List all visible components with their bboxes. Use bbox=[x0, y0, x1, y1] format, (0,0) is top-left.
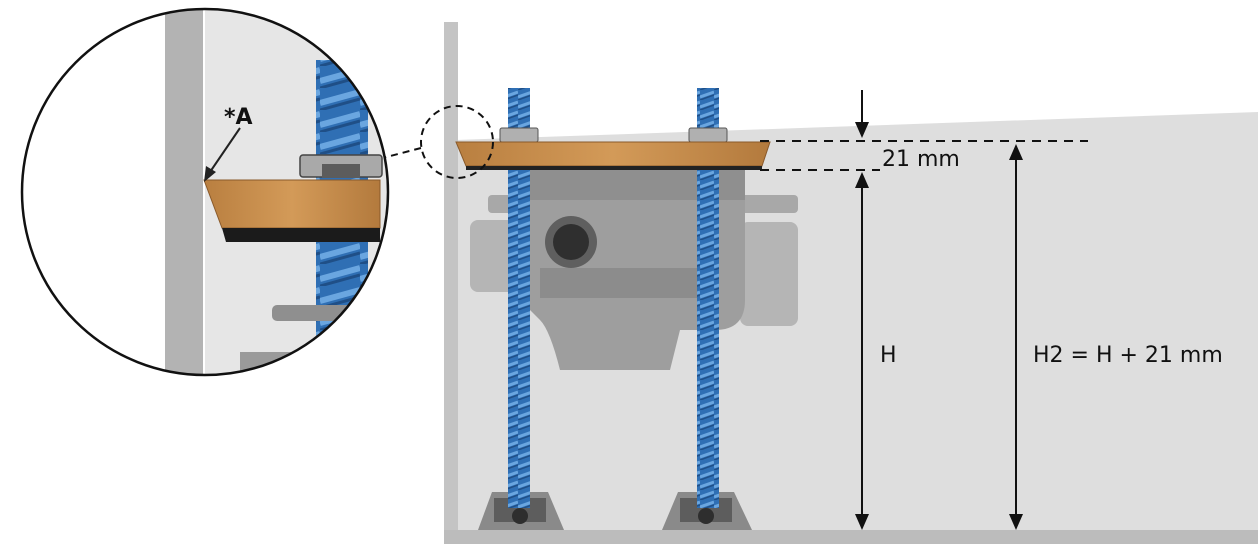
arrow-down-icon bbox=[855, 90, 869, 138]
callout-origin-circle bbox=[420, 105, 494, 179]
detail-wall bbox=[165, 9, 203, 375]
double-arrow-icon bbox=[1009, 144, 1023, 530]
total-height-label: H2 = H + 21 mm bbox=[1033, 343, 1223, 368]
left-wall bbox=[444, 22, 458, 544]
right-nut bbox=[688, 127, 728, 143]
callout-pointer bbox=[204, 127, 241, 182]
left-nut bbox=[499, 127, 539, 143]
offset-label: 21 mm bbox=[882, 147, 960, 172]
detail-board bbox=[203, 179, 381, 229]
magnifier-callout-icon bbox=[20, 7, 390, 377]
wooden-board bbox=[455, 141, 771, 167]
callout-label: *A bbox=[224, 105, 253, 130]
left-rod bbox=[508, 88, 530, 508]
height-label: H bbox=[880, 343, 897, 368]
left-foot bbox=[478, 492, 564, 530]
right-rod bbox=[697, 88, 719, 508]
double-arrow-icon bbox=[855, 172, 869, 530]
right-foot bbox=[662, 492, 752, 530]
floor bbox=[444, 530, 1258, 544]
